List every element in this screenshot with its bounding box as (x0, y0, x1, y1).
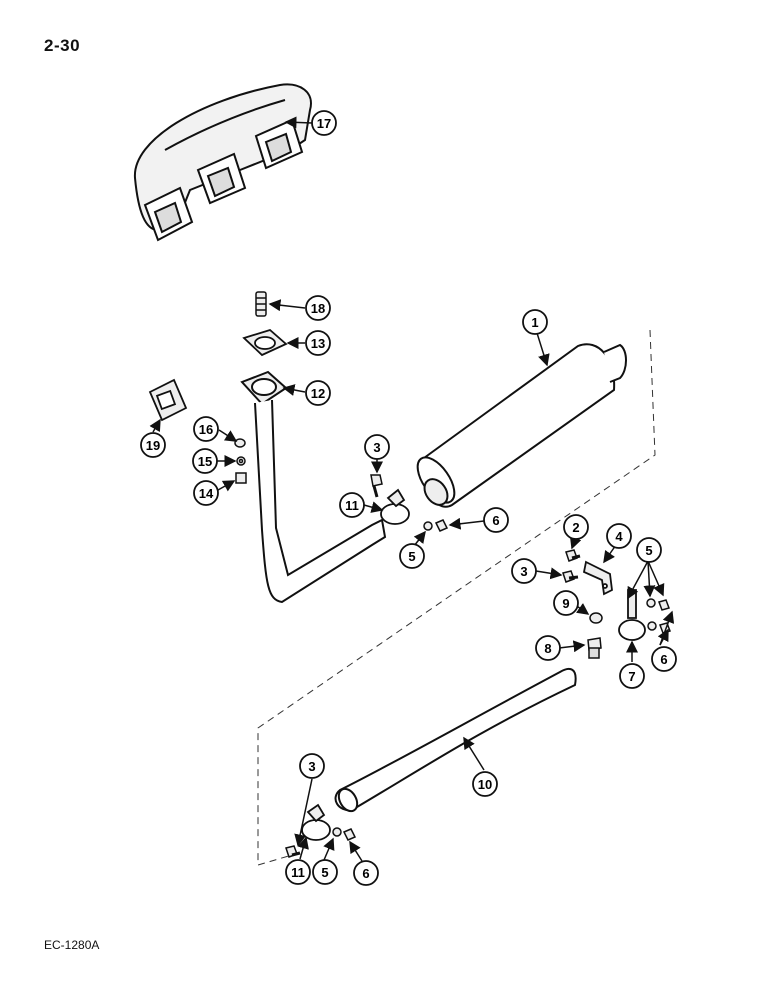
callout-12: 12 (305, 380, 331, 406)
bracket (582, 560, 613, 596)
callout-5-right-label: 5 (645, 543, 652, 558)
callout-17: 17 (311, 110, 337, 136)
gasket (242, 328, 288, 357)
callout-13-label: 13 (311, 336, 325, 351)
callout-19-label: 19 (146, 438, 160, 453)
bolts-right (562, 549, 603, 659)
exhaust-pipe (240, 370, 387, 604)
callout-10-label: 10 (478, 777, 492, 792)
callout-2-label: 2 (572, 520, 579, 535)
callout-18-label: 18 (311, 301, 325, 316)
callout-7-label: 7 (628, 669, 635, 684)
callout-15: 15 (192, 448, 218, 474)
callout-3-lower-label: 3 (308, 759, 315, 774)
clamp-lower (301, 803, 331, 841)
callout-18: 18 (305, 295, 331, 321)
leader-lines (149, 116, 675, 862)
bolt-upper (370, 474, 383, 498)
callout-16-label: 16 (199, 422, 213, 437)
callout-9-label: 9 (562, 596, 569, 611)
strap-clamp (618, 589, 646, 641)
callout-11-lower-label: 11 (291, 865, 305, 880)
callout-2: 2 (563, 514, 589, 540)
callout-3-lower: 3 (299, 753, 325, 779)
callout-6-right-label: 6 (660, 652, 667, 667)
callout-6-lower: 6 (353, 860, 379, 886)
callout-12-label: 12 (311, 386, 325, 401)
callout-5-right: 5 (636, 537, 662, 563)
bolt-lower (285, 845, 301, 858)
callout-5-upper: 5 (399, 543, 425, 569)
callout-3-right-label: 3 (520, 564, 527, 579)
callout-8: 8 (535, 635, 561, 661)
callout-4-label: 4 (615, 529, 623, 544)
page-number: 2-30 (44, 36, 81, 55)
callout-3-right: 3 (511, 558, 537, 584)
callout-10: 10 (472, 771, 498, 797)
figure-code: EC-1280A (44, 938, 100, 952)
callout-5-lower-label: 5 (321, 865, 328, 880)
nut-washer-lower (332, 827, 357, 841)
callout-11-upper-label: 11 (345, 498, 359, 513)
stud (255, 291, 267, 317)
callout-6-upper: 6 (483, 507, 509, 533)
dashed-guide-lines (257, 329, 656, 866)
callout-4: 4 (606, 523, 632, 549)
callout-17-label: 17 (317, 116, 331, 131)
exhaust-manifold (133, 83, 312, 242)
callout-5-lower: 5 (312, 859, 338, 885)
callout-14-label: 14 (199, 486, 214, 501)
callout-14: 14 (193, 480, 219, 506)
manifold-hardware (234, 438, 247, 484)
callout-1: 1 (522, 309, 548, 335)
manifold-gasket (148, 378, 188, 422)
callout-19: 19 (140, 432, 166, 458)
nut-washer-upper (423, 519, 449, 532)
callout-6-upper-label: 6 (492, 513, 499, 528)
callout-3-upper: 3 (364, 434, 390, 460)
callout-8-label: 8 (544, 641, 551, 656)
muffler (416, 343, 627, 508)
callout-11-lower: 11 (285, 859, 311, 885)
callout-11-upper: 11 (339, 492, 365, 518)
clamp-upper (380, 488, 410, 525)
callout-5-upper-label: 5 (408, 549, 415, 564)
callout-3-upper-label: 3 (373, 440, 380, 455)
callout-6-lower-label: 6 (362, 866, 369, 881)
callout-16: 16 (193, 416, 219, 442)
tailpipe (334, 667, 577, 813)
callout-7: 7 (619, 663, 645, 689)
callout-6-right: 6 (651, 646, 677, 672)
callout-1-label: 1 (531, 315, 538, 330)
callout-15-label: 15 (198, 454, 212, 469)
callout-13: 13 (305, 330, 331, 356)
callout-9: 9 (553, 590, 579, 616)
